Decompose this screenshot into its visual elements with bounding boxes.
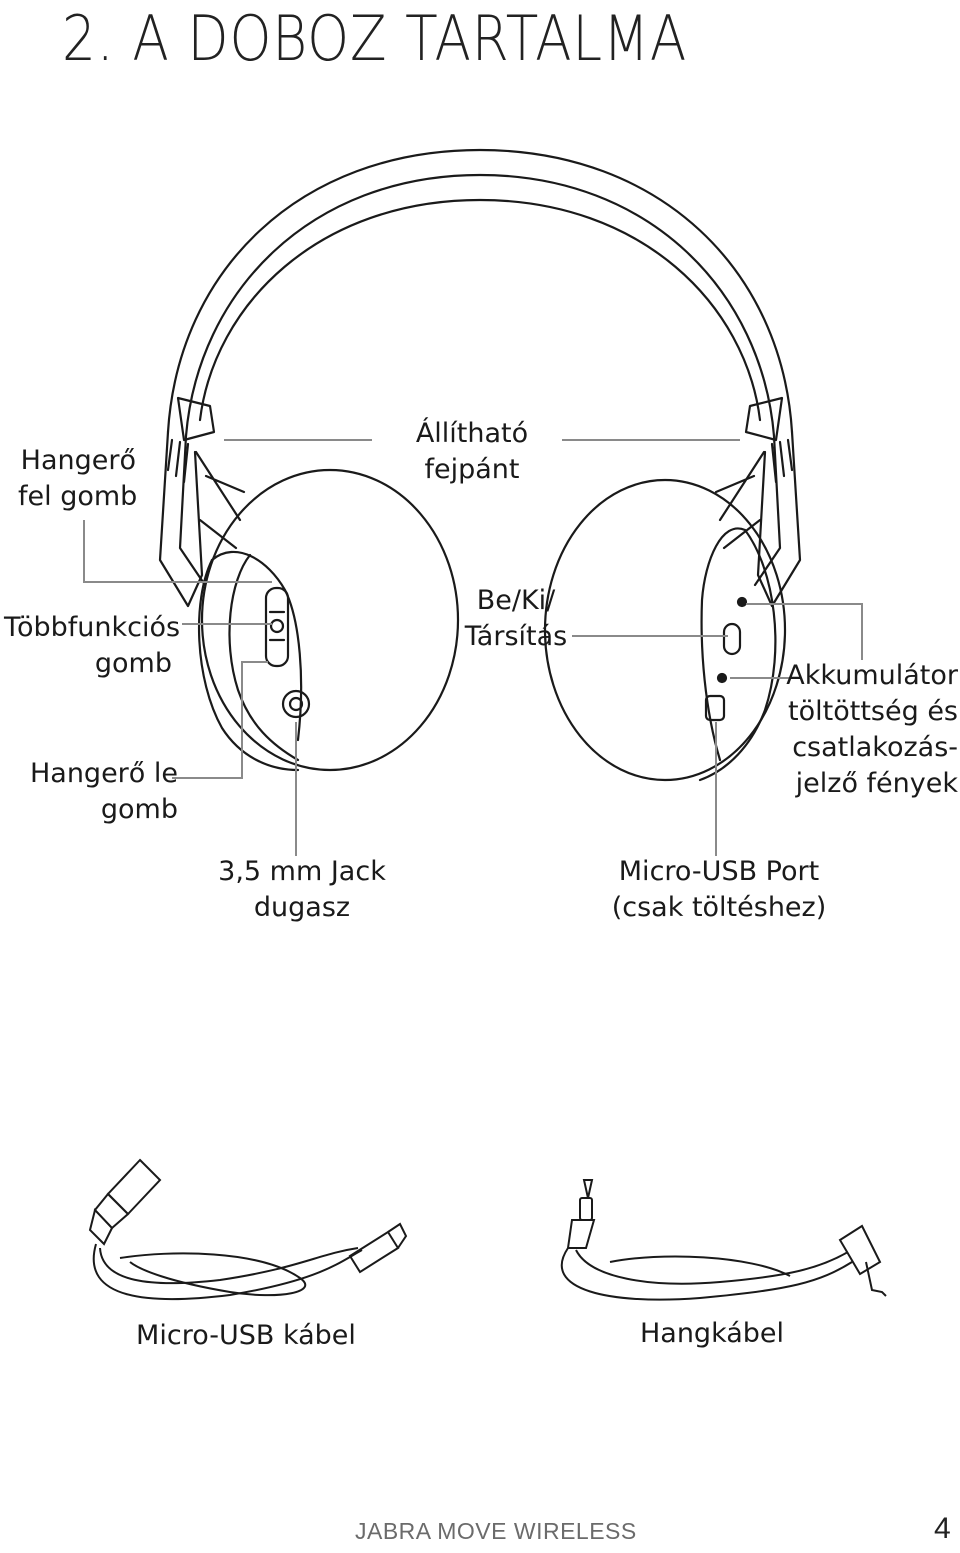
label-volume-up: Hangerő fel gomb — [18, 443, 136, 515]
label-jack: 3,5 mm Jack dugasz — [212, 854, 392, 926]
left-hinge — [160, 398, 244, 606]
headband — [168, 150, 792, 436]
label-adjustable-headband: Állítható fejpánt — [402, 416, 542, 488]
label-usb-cable: Micro-USB kábel — [128, 1318, 364, 1354]
label-battery-led: Akkumulátor töltöttség és csatlakozás- j… — [772, 658, 958, 802]
left-ear-cup — [199, 470, 458, 770]
label-power-pair: Be/Ki/ Társítás — [456, 583, 576, 655]
right-ear-cup — [545, 480, 785, 780]
micro-usb-cable — [90, 1160, 406, 1299]
label-multifunction-button: Többfunkciós gomb — [4, 610, 172, 682]
footer-brand: JABRA MOVE WIRELESS — [355, 1518, 637, 1545]
label-audio-cable: Hangkábel — [622, 1316, 802, 1352]
label-micro-usb-port: Micro-USB Port (csak töltéshez) — [606, 854, 832, 926]
label-volume-down: Hangerő le gomb — [18, 756, 178, 828]
page-number: 4 — [934, 1512, 951, 1546]
audio-cable — [562, 1180, 886, 1300]
